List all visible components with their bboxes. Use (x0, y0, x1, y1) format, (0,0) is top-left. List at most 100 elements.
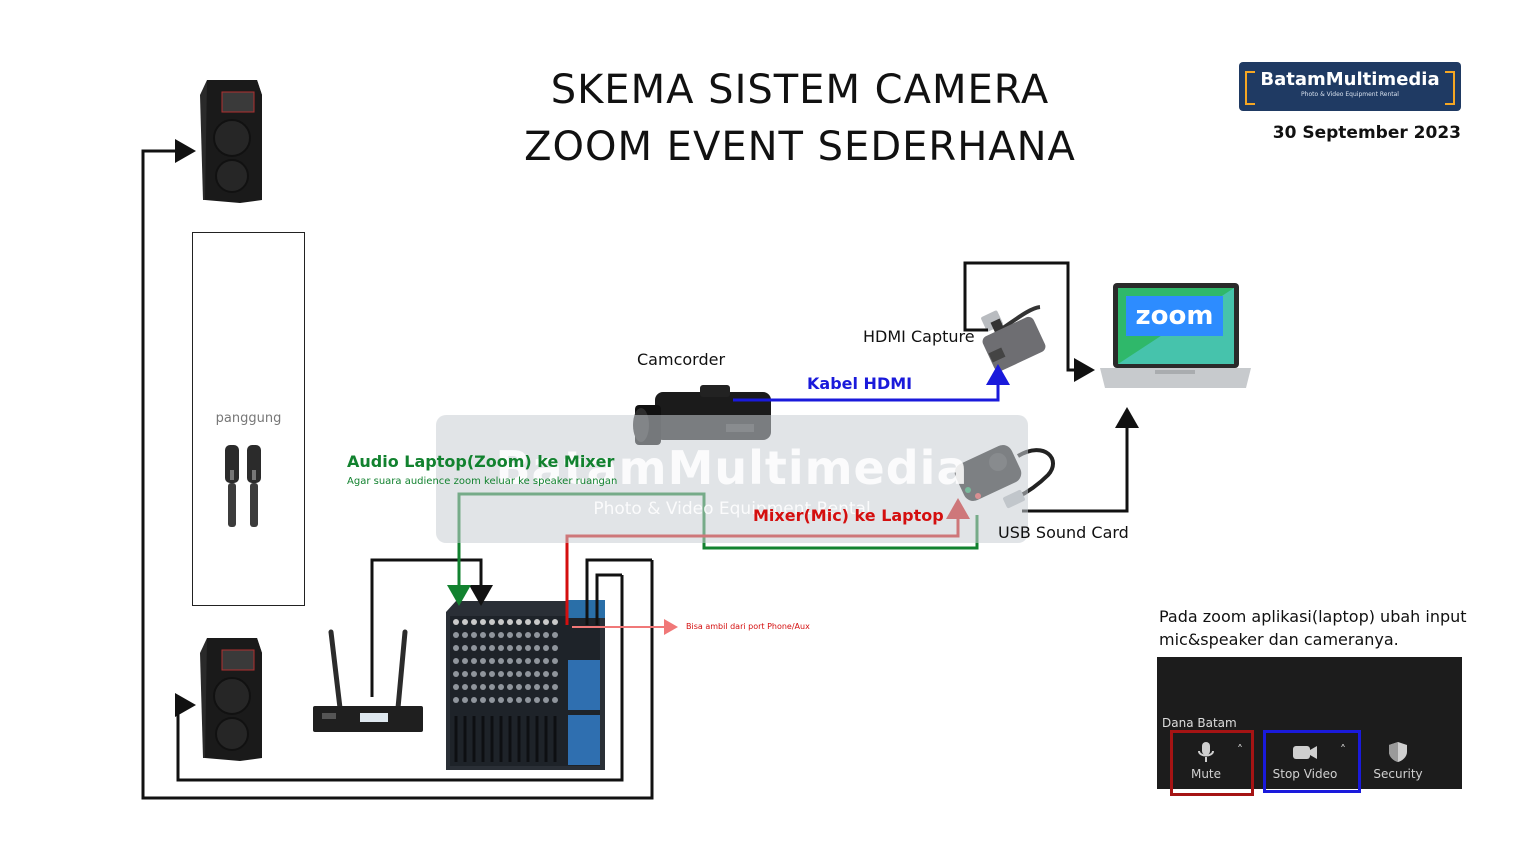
mixer-knob (480, 684, 486, 690)
mixer-knob (516, 671, 522, 677)
stop-video-button[interactable]: Stop Video (1267, 729, 1343, 781)
mixer-fader (454, 716, 458, 762)
zoom-screen-logo: zoom (1135, 301, 1214, 331)
mixer-knob (453, 645, 459, 651)
mixer-knob (453, 658, 459, 664)
logo-tagline: Photo & Video Equipment Rental (1301, 91, 1399, 98)
mixer-fader (481, 716, 485, 762)
label-usb-sound-card: USB Sound Card (998, 523, 1129, 542)
mixer-knob (516, 697, 522, 703)
mixer-knob (516, 645, 522, 651)
mixer-knob (552, 658, 558, 664)
wireless-receiver (313, 629, 423, 732)
mixer-knob (543, 671, 549, 677)
mixer-fader (553, 716, 557, 762)
logo-brand: BatamMultimedia (1260, 69, 1440, 90)
mixer-knob (471, 658, 477, 664)
label-audio-laptop-sub: Agar suara audience zoom keluar ke speak… (347, 476, 618, 487)
mixer-knob (453, 697, 459, 703)
mixer-knob (516, 632, 522, 638)
title-line-2: ZOOM EVENT SEDERHANA (524, 124, 1076, 170)
mixer-knob (516, 658, 522, 664)
mixer-knob (543, 632, 549, 638)
shield-icon (1389, 742, 1407, 762)
mixer-knob (471, 684, 477, 690)
mixer-knob (552, 619, 558, 625)
mixer-knob (534, 645, 540, 651)
mixer-knob (489, 645, 495, 651)
mixer-fader (535, 716, 539, 762)
mixer-knob (525, 684, 531, 690)
video-options-chevron-icon[interactable]: ˄ (1340, 743, 1346, 757)
mixer-knob (507, 684, 513, 690)
mixer-knob (462, 632, 468, 638)
mixer-knob (471, 645, 477, 651)
mixer-knob (534, 671, 540, 677)
mixer-knob (525, 619, 531, 625)
mixer-knob (498, 645, 504, 651)
brand-logo: BatamMultimedia Photo & Video Equipment … (1239, 62, 1461, 111)
mixer-knob (480, 671, 486, 677)
participant-name: Dana Batam (1162, 716, 1237, 730)
mixer-knob (453, 671, 459, 677)
title-line-1: SKEMA SISTEM CAMERA (550, 67, 1050, 113)
mixer-knob (525, 697, 531, 703)
mixer-knob (480, 658, 486, 664)
video-camera-icon (1293, 746, 1317, 759)
mixer-knob (498, 697, 504, 703)
video-highlight-box (1263, 730, 1361, 793)
mixer-knob (453, 684, 459, 690)
watermark-brand: BatamMultimedia (495, 441, 969, 495)
mixer-knob (462, 697, 468, 703)
mute-options-chevron-icon[interactable]: ˄ (1237, 743, 1243, 757)
label-phone-aux: Bisa ambil dari port Phone/Aux (686, 622, 810, 631)
mixer-fader (544, 716, 548, 762)
mixer-fader (490, 716, 494, 762)
mixer-fader (517, 716, 521, 762)
mixer-knob (462, 684, 468, 690)
mixer-knob (525, 671, 531, 677)
label-kabel-hdmi: Kabel HDMI (807, 374, 913, 393)
security-label: Security (1373, 767, 1423, 781)
mixer-fader (499, 716, 503, 762)
mixer-knob (507, 619, 513, 625)
mixer-knob (489, 684, 495, 690)
logo-bracket-right (1445, 71, 1455, 105)
mixer-knob (462, 645, 468, 651)
mixer-knob (480, 632, 486, 638)
mixer-knob (516, 684, 522, 690)
mixer-knob (462, 658, 468, 664)
mixer-knob (480, 645, 486, 651)
mixer-knob (507, 645, 513, 651)
mixer-knob (489, 671, 495, 677)
stage-box (192, 232, 305, 606)
mixer-knob (498, 671, 504, 677)
mixer-knob (552, 645, 558, 651)
mute-button[interactable]: Mute (1175, 729, 1237, 781)
mixer-knob (489, 658, 495, 664)
zoom-toolbar: Dana Batam Mute ˄ Stop Video ˄ Security (1157, 657, 1462, 796)
mixer-knob (498, 684, 504, 690)
mixer-knob (507, 658, 513, 664)
mixer-knob (471, 632, 477, 638)
security-button[interactable]: Security (1363, 729, 1433, 781)
microphone-icon (1198, 742, 1214, 762)
watermark-tagline: Photo & Video Equipment Rental (593, 499, 871, 519)
mixer-knob (534, 619, 540, 625)
mixer-knob (534, 697, 540, 703)
mixer-knob (543, 697, 549, 703)
mixer-knob (525, 658, 531, 664)
mixer-fader (526, 716, 530, 762)
mixer-knob (525, 632, 531, 638)
mixer-knob (462, 671, 468, 677)
logo-bracket-left (1245, 71, 1255, 105)
mixer-knob (453, 632, 459, 638)
mixer-knob (480, 697, 486, 703)
speaker-bottom (200, 638, 262, 761)
speaker-top (200, 80, 262, 203)
mixer-knob (507, 632, 513, 638)
mixer-fader (463, 716, 467, 762)
mixer-knob (471, 619, 477, 625)
mixer-knob (552, 684, 558, 690)
mixer-knob (552, 697, 558, 703)
